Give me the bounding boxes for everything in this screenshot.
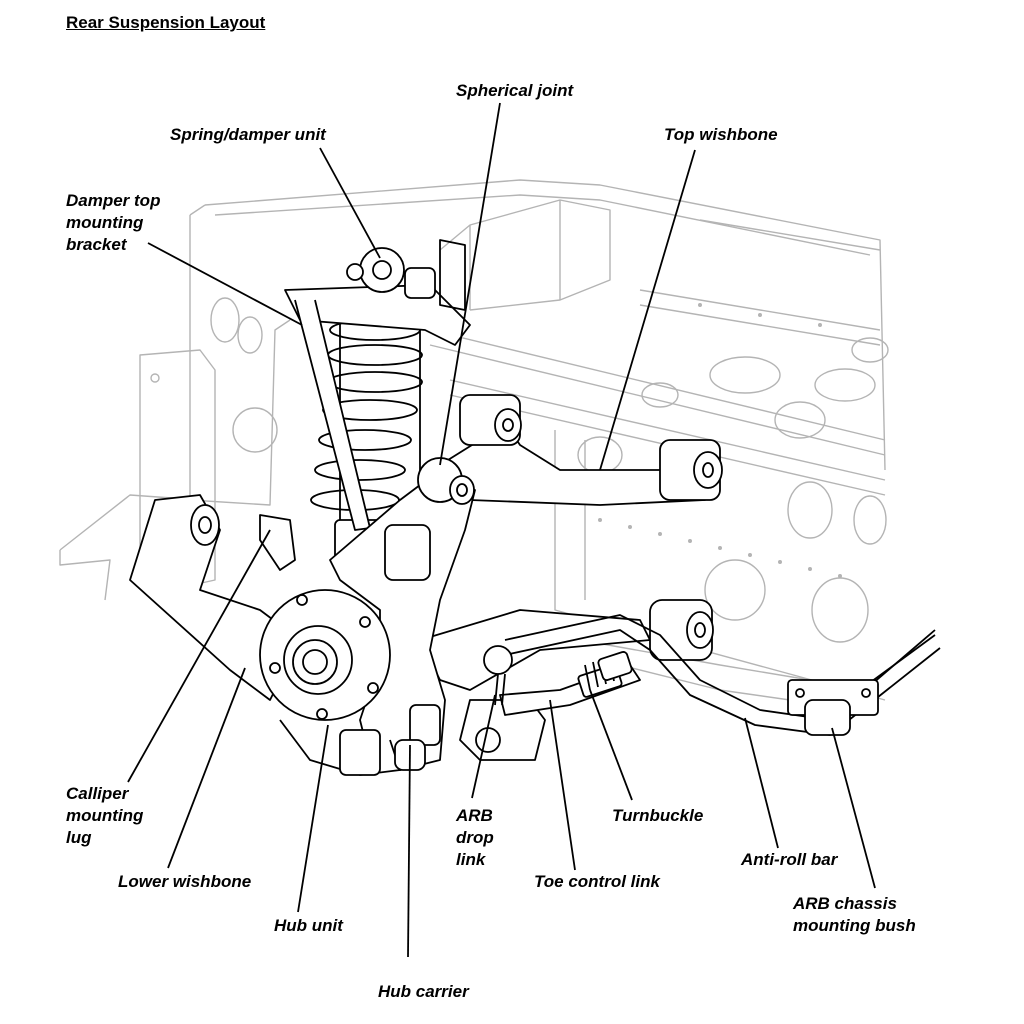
label-line: drop	[456, 828, 494, 847]
label-line: ARB chassis	[793, 894, 897, 913]
label-line: link	[456, 850, 486, 869]
label-line: Damper top	[66, 191, 161, 210]
anti-roll-bar-part	[483, 614, 941, 736]
label-spherical-joint: Spherical joint	[456, 81, 574, 100]
damper-top-mounting-bracket	[284, 239, 471, 531]
label-line: Calliper	[66, 784, 129, 803]
arb-chassis-mounting-bush-part	[787, 679, 879, 736]
leader-lines	[127, 102, 876, 958]
label-toe-control-link: Toe control link	[534, 872, 660, 891]
label-turnbuckle: Turnbuckle	[612, 806, 704, 825]
diagram-title: Rear Suspension Layout	[66, 13, 266, 32]
lower-wishbone	[129, 494, 714, 761]
label-spring-damper-unit: Spring/damper unit	[170, 125, 326, 144]
label-line: bracket	[66, 235, 127, 254]
label-hub-carrier: Hub carrier	[378, 982, 469, 1001]
toe-control-link-part	[499, 651, 641, 716]
label-line: lug	[66, 828, 92, 847]
label-lower-wishbone: Lower wishbone	[118, 872, 252, 891]
label-top-wishbone: Top wishbone	[664, 125, 778, 144]
hub-carrier-part	[259, 457, 476, 771]
label-hub-unit: Hub unit	[274, 916, 343, 935]
label-arb-drop-link: ARB drop link	[456, 805, 494, 871]
label-arb-chassis-mounting-bush: ARB chassis mounting bush	[793, 893, 916, 937]
top-wishbone	[439, 394, 723, 506]
label-anti-roll-bar: Anti-roll bar	[741, 850, 838, 869]
label-line: mounting	[66, 806, 144, 825]
label-line: mounting bush	[793, 916, 916, 935]
label-line: ARB	[456, 806, 493, 825]
label-calliper-mounting-lug: Calliper mounting lug	[66, 783, 143, 849]
label-damper-top-mounting-bracket: Damper top mounting bracket	[66, 190, 160, 256]
label-line: mounting	[66, 213, 144, 232]
hub-unit-part	[259, 589, 426, 776]
